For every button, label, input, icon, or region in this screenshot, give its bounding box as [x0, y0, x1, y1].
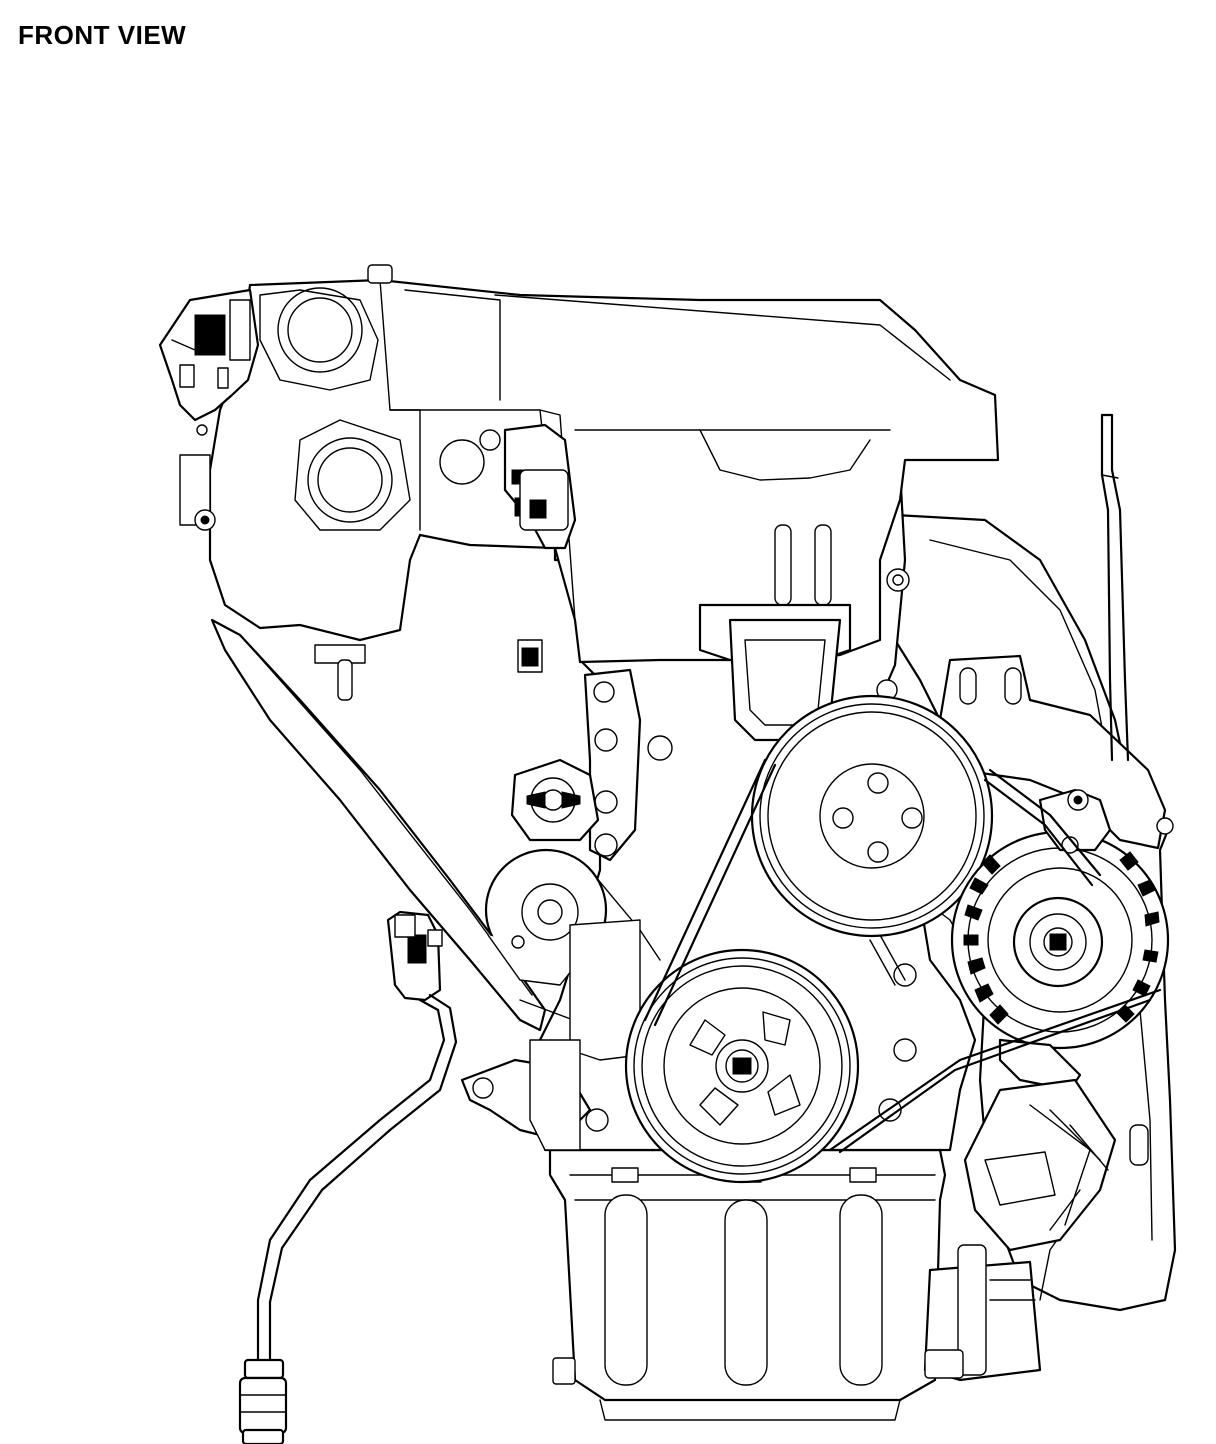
- coolant-outlet: [700, 525, 850, 740]
- cover-plate: [530, 920, 640, 1150]
- support-bar: [212, 620, 545, 1030]
- intake-ports: [260, 288, 410, 530]
- crankshaft-pulley: [626, 950, 858, 1182]
- oil-filter: [965, 1080, 1115, 1250]
- view-title: FRONT VIEW: [18, 20, 187, 50]
- oil-pan: [550, 1150, 945, 1420]
- idler-pulley-upper-left: [512, 760, 598, 840]
- throttle-body: [160, 290, 258, 530]
- injector-connectors: [440, 425, 575, 672]
- drive-belt: [645, 760, 1160, 1152]
- dipstick-tube: [1102, 415, 1128, 760]
- mounting-bracket-left: [585, 670, 672, 860]
- intake-manifold: [210, 280, 998, 662]
- top-bracket: [368, 265, 392, 283]
- alternator: [952, 790, 1168, 1090]
- starter-assembly: [925, 1245, 1040, 1380]
- manifold-stud: [315, 645, 365, 700]
- oxygen-sensor: [240, 912, 456, 1444]
- water-pump-pulley: [752, 696, 992, 936]
